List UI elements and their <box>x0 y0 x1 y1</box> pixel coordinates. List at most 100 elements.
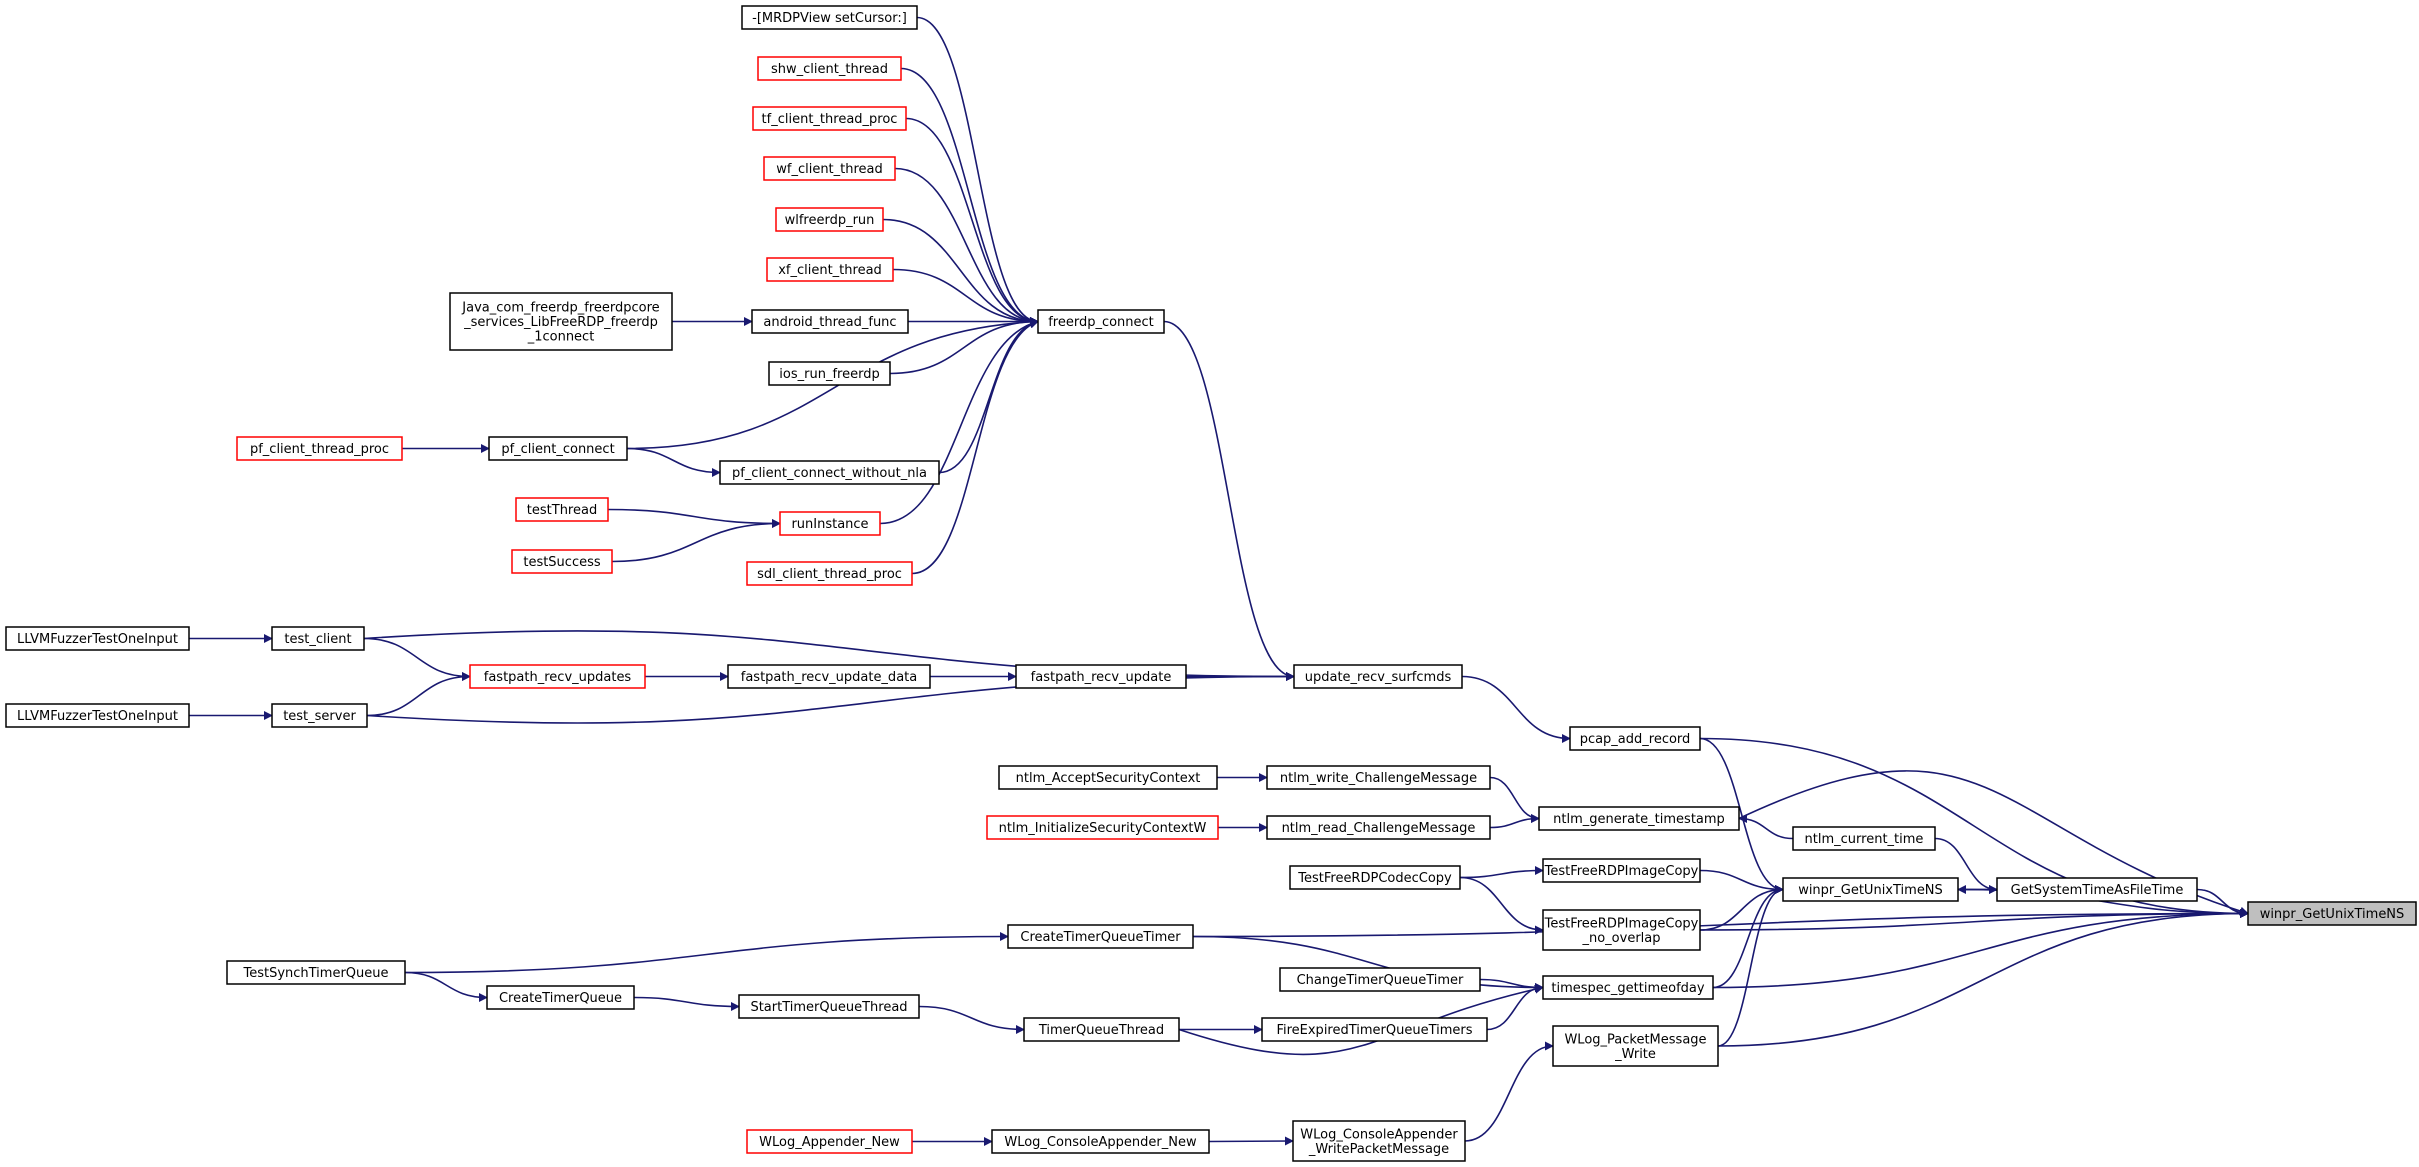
node-label: ChangeTimerQueueTimer <box>1297 973 1464 988</box>
node-getsystemtime[interactable]: GetSystemTimeAsFileTime <box>1996 877 2198 902</box>
node-update_recv_surfcmds[interactable]: update_recv_surfcmds <box>1293 664 1463 689</box>
edge-ntlm_gen_ts-to-root <box>1738 770 2249 916</box>
node-runinstance[interactable]: runInstance <box>779 511 881 536</box>
node-label: test_server <box>283 709 356 724</box>
node-starttqthread[interactable]: StartTimerQueueThread <box>738 994 920 1019</box>
node-fireexpired[interactable]: FireExpiredTimerQueueTimers <box>1261 1017 1488 1042</box>
node-android[interactable]: android_thread_func <box>751 309 909 334</box>
node-testsynctq[interactable]: TestSynchTimerQueue <box>226 960 406 985</box>
edge-test_client-to-fastpath_recv_updates <box>363 637 471 681</box>
edge-ntlm_read_cm-to-ntlm_gen_ts <box>1489 814 1540 829</box>
node-box <box>5 703 190 728</box>
node-box <box>226 960 406 985</box>
edge-path <box>363 637 471 681</box>
node-box <box>449 292 673 351</box>
edge-path <box>894 167 1039 326</box>
node-java[interactable]: Java_com_freerdp_freerdpcore_services_Li… <box>449 292 673 351</box>
node-wlog_console_new[interactable]: WLog_ConsoleAppender_New <box>991 1129 1210 1154</box>
node-box <box>1037 309 1165 334</box>
node-test_client[interactable]: test_client <box>271 626 365 651</box>
node-sdl[interactable]: sdl_client_thread_proc <box>746 561 913 586</box>
node-box <box>746 1129 913 1154</box>
nodes-layer: winpr_GetUnixTimeNS GetSystemTimeAsFileTi… <box>5 5 2417 1162</box>
node-fastpath_recv_update_data[interactable]: fastpath_recv_update_data <box>727 664 931 689</box>
node-box <box>271 626 365 651</box>
edge-path <box>1208 1136 1294 1146</box>
node-wlog_console_write[interactable]: WLog_ConsoleAppender_WritePacketMessage <box>1292 1120 1466 1162</box>
node-label: GetSystemTimeAsFileTime <box>2011 883 2184 898</box>
edges-layer <box>189 16 2249 1146</box>
node-pcap_add_record[interactable]: pcap_add_record <box>1569 726 1701 751</box>
node-label: LLVMFuzzerTestOneInput <box>17 632 178 647</box>
edge-path <box>938 318 1039 474</box>
node-label: ntlm_current_time <box>1805 832 1924 847</box>
node-ntlm_accept[interactable]: ntlm_AcceptSecurityContext <box>998 765 1218 790</box>
node-label: LLVMFuzzerTestOneInput <box>17 709 178 724</box>
node-box <box>5 626 190 651</box>
node-root[interactable]: winpr_GetUnixTimeNS <box>2247 901 2417 926</box>
edge-getsystemtime-to-root <box>2196 888 2249 918</box>
node-tf[interactable]: tf_client_thread_proc <box>752 106 907 131</box>
edge-pcap_add_record-to-root <box>1699 737 2249 918</box>
node-pf_client_connect[interactable]: pf_client_connect <box>488 436 628 461</box>
edge-path <box>1712 909 2249 989</box>
node-createtq[interactable]: CreateTimerQueue <box>486 985 635 1010</box>
node-ntlm_current_time[interactable]: ntlm_current_time <box>1792 826 1936 851</box>
node-box <box>1782 877 1959 902</box>
node-label: FireExpiredTimerQueueTimers <box>1276 1023 1472 1038</box>
edge-testcodeccopy-to-testimgcopy <box>1459 866 1544 879</box>
node-tqthread[interactable]: TimerQueueThread <box>1023 1017 1180 1042</box>
edge-path <box>1699 737 2249 918</box>
edge-mrdp-to-freerdp_connect <box>916 16 1039 326</box>
node-createtqtimer[interactable]: CreateTimerQueueTimer <box>1007 924 1194 949</box>
node-testcodeccopy[interactable]: TestFreeRDPCodecCopy <box>1289 865 1461 890</box>
node-shw[interactable]: shw_client_thread <box>757 56 902 81</box>
edge-path <box>633 996 740 1011</box>
edge-timespec-to-root <box>1712 909 2249 989</box>
node-box <box>738 994 920 1019</box>
node-ntlm_gen_ts[interactable]: ntlm_generate_timestamp <box>1538 806 1740 831</box>
node-fastpath_recv_updates[interactable]: fastpath_recv_updates <box>469 664 646 689</box>
edge-testimgcopy_no-to-gettimens <box>1699 885 1784 931</box>
node-ntlm_read_cm[interactable]: ntlm_read_ChallengeMessage <box>1266 815 1491 840</box>
node-test_server[interactable]: test_server <box>271 703 368 728</box>
node-freerdp_connect[interactable]: freerdp_connect <box>1037 309 1165 334</box>
edge-testthread-to-runinstance <box>607 508 781 528</box>
node-changetqtimer[interactable]: ChangeTimerQueueTimer <box>1279 967 1481 992</box>
edge-wlog_packet-to-gettimens <box>1717 885 1784 1047</box>
node-llvm2[interactable]: LLVMFuzzerTestOneInput <box>5 703 190 728</box>
edge-tf-to-freerdp_connect <box>905 117 1039 326</box>
node-testimgcopy[interactable]: TestFreeRDPImageCopy <box>1542 858 1701 883</box>
edge-path <box>626 447 721 477</box>
node-wlfreerdp[interactable]: wlfreerdp_run <box>775 207 884 232</box>
node-xf[interactable]: xf_client_thread <box>766 257 894 282</box>
node-timespec[interactable]: timespec_gettimeofday <box>1542 975 1714 1000</box>
node-label: freerdp_connect <box>1048 315 1154 330</box>
node-wf[interactable]: wf_client_thread <box>763 156 896 181</box>
node-ntlm_init[interactable]: ntlm_InitializeSecurityContextW <box>986 815 1219 840</box>
node-box <box>779 511 881 536</box>
node-ntlm_write_cm[interactable]: ntlm_write_ChallengeMessage <box>1266 765 1491 790</box>
node-wlog_appender_new[interactable]: WLog_Appender_New <box>746 1129 913 1154</box>
node-wlog_packet[interactable]: WLog_PacketMessage_Write <box>1552 1025 1719 1067</box>
edge-path <box>911 319 1039 575</box>
edge-testsynctq-to-createtq <box>404 971 488 1002</box>
edge-path <box>1489 776 1540 823</box>
node-testthread[interactable]: testThread <box>515 497 609 522</box>
node-pf_client_thread_proc[interactable]: pf_client_thread_proc <box>236 436 403 461</box>
node-box <box>236 436 403 461</box>
node-label: tf_client_thread_proc <box>762 112 898 127</box>
node-box <box>757 56 902 81</box>
node-llvm1[interactable]: LLVMFuzzerTestOneInput <box>5 626 190 651</box>
edge-path <box>1163 320 1295 681</box>
edge-wf-to-freerdp_connect <box>894 167 1039 326</box>
node-pf_nla[interactable]: pf_client_connect_without_nla <box>719 460 940 485</box>
node-fastpath_recv_update[interactable]: fastpath_recv_update <box>1015 664 1187 689</box>
node-mrdp[interactable]: -[MRDPView setCursor:] <box>741 5 918 30</box>
node-label: ios_run_freerdp <box>779 367 879 382</box>
node-testimgcopy_no[interactable]: TestFreeRDPImageCopy_no_overlap <box>1542 909 1701 951</box>
node-ios[interactable]: ios_run_freerdp <box>768 361 891 386</box>
node-testsuccess[interactable]: testSuccess <box>511 549 613 574</box>
node-gettimens[interactable]: winpr_GetUnixTimeNS <box>1782 877 1959 902</box>
edge-wlfreerdp-to-freerdp_connect <box>882 218 1039 326</box>
